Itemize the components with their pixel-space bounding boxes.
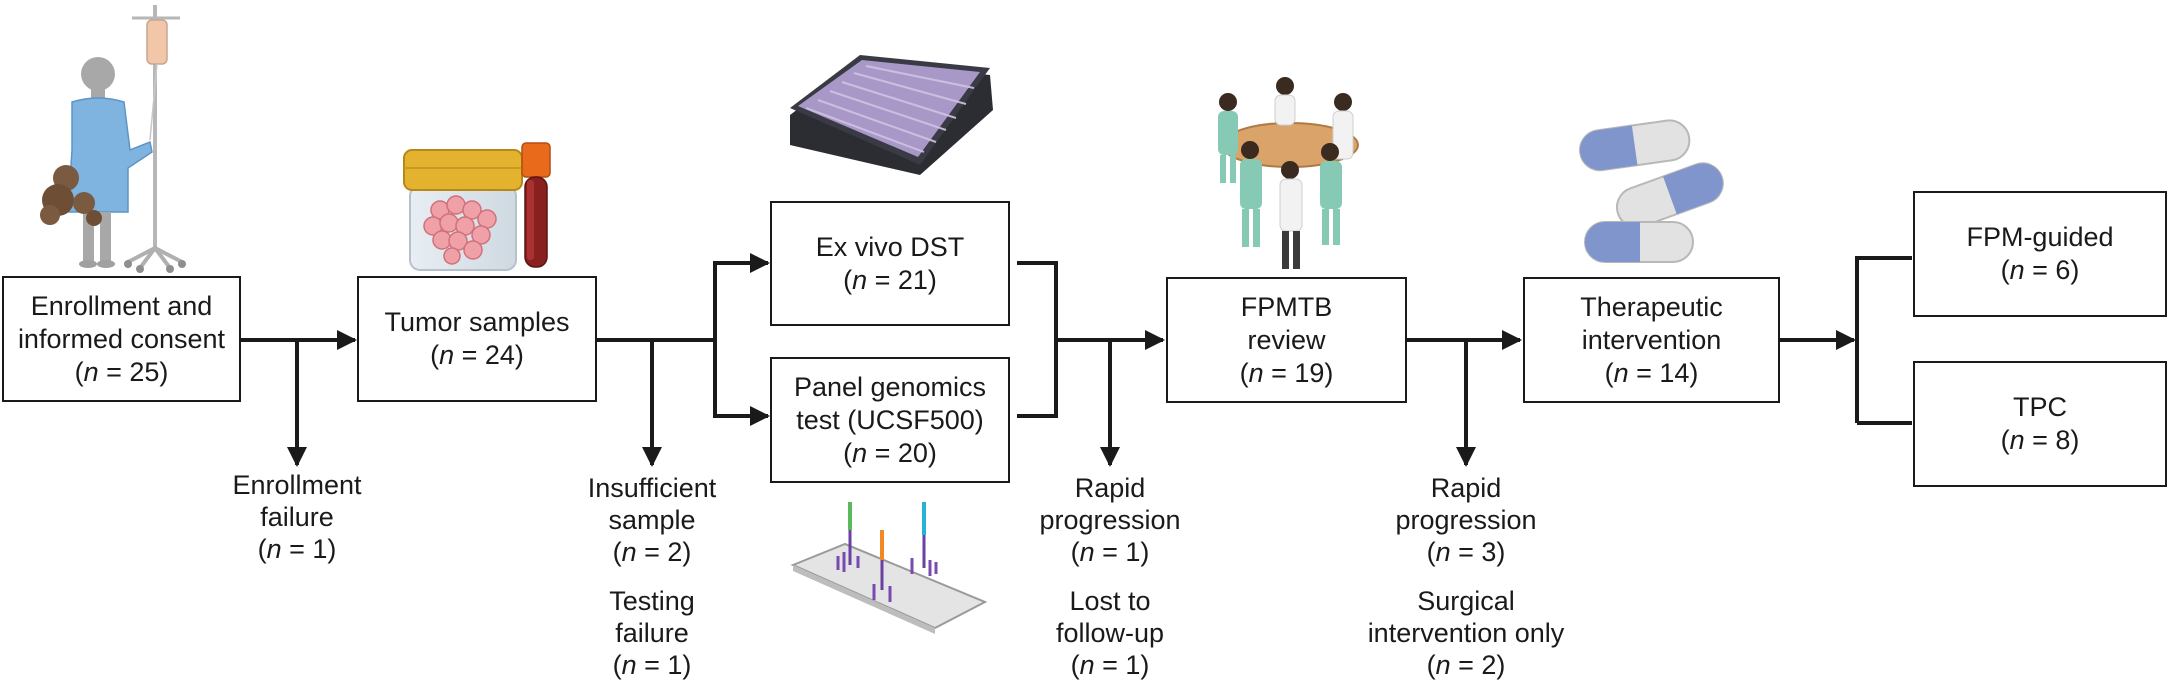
rapid2-count: (n = 3)	[1426, 537, 1506, 567]
rapid2-line1: Rapid	[1430, 473, 1502, 503]
rapid1-line1: Rapid	[1074, 473, 1146, 503]
insufficient-line1: Insufficient	[587, 473, 717, 503]
box-tumor-samples: Tumor samples (n = 24)	[357, 276, 597, 402]
box-enrollment: Enrollment and informed consent (n = 25)	[2, 276, 241, 402]
exclusion-enrollment-failure: Enrollment failure (n = 1)	[197, 469, 397, 565]
enrollment-line2: informed consent	[17, 323, 226, 354]
fpm-line1: FPM-guided	[1966, 222, 2114, 252]
rapid2-line2: progression	[1395, 505, 1537, 535]
arrow-to-panel	[713, 340, 770, 426]
therapeutic-line1: Therapeutic	[1580, 291, 1723, 322]
box-panel-genomics: Panel genomics test (UCSF500) (n = 20)	[770, 357, 1010, 483]
exclusion-rapid-progression-2: Rapid progression (n = 3)	[1366, 472, 1566, 568]
box-fpmtb-review: FPMTB review (n = 19)	[1166, 277, 1407, 403]
patient-iv-icon	[40, 5, 186, 273]
dst-count: (n = 21)	[843, 264, 937, 295]
well-plate-icon	[790, 55, 993, 175]
surgical-line2: intervention only	[1367, 618, 1565, 648]
connectors	[241, 253, 1912, 467]
lost-count: (n = 1)	[1070, 650, 1150, 680]
enrollment-count: (n = 25)	[74, 356, 169, 387]
tpc-line1: TPC	[2013, 392, 2067, 422]
specimen-jar-icon	[403, 149, 523, 271]
exclusion-insufficient-sample: Insufficient sample (n = 2)	[552, 472, 752, 568]
tpc-count: (n = 8)	[2000, 425, 2080, 455]
fpm-count: (n = 6)	[2000, 255, 2080, 285]
therapeutic-count: (n = 14)	[1604, 357, 1699, 388]
box-ex-vivo-dst: Ex vivo DST (n = 21)	[770, 201, 1010, 326]
enroll-fail-line2: failure	[260, 502, 334, 532]
exclusion-testing-failure: Testing failure (n = 1)	[552, 585, 752, 681]
fpmtb-line1: FPMTB	[1240, 291, 1333, 322]
panel-line1: Panel genomics	[793, 371, 987, 402]
insufficient-count: (n = 2)	[612, 537, 692, 567]
surgical-count: (n = 2)	[1426, 650, 1506, 680]
rapid1-line2: progression	[1039, 505, 1181, 535]
insufficient-line2: sample	[608, 505, 696, 535]
rapid1-count: (n = 1)	[1070, 537, 1150, 567]
tumor-board-icon	[1218, 77, 1359, 269]
lost-line1: Lost to	[1069, 586, 1151, 616]
exclusion-lost-to-follow-up: Lost to follow-up (n = 1)	[1010, 585, 1210, 681]
tumor-count: (n = 24)	[430, 340, 524, 370]
tumor-line1: Tumor samples	[384, 307, 570, 337]
box-fpm-guided: FPM-guided (n = 6)	[1913, 191, 2167, 317]
fpmtb-count: (n = 19)	[1239, 357, 1334, 388]
testing-fail-line1: Testing	[609, 586, 695, 616]
blood-tube-icon	[521, 142, 551, 268]
box-therapeutic-intervention: Therapeutic intervention (n = 14)	[1523, 277, 1780, 403]
enroll-fail-count: (n = 1)	[257, 534, 337, 564]
surgical-line1: Surgical	[1417, 586, 1515, 616]
merge-from-panel	[1017, 340, 1058, 418]
box-tpc: TPC (n = 8)	[1913, 361, 2167, 487]
panel-line2: test (UCSF500)	[796, 404, 984, 435]
testing-fail-line2: failure	[615, 618, 689, 648]
lost-line2: follow-up	[1055, 618, 1165, 648]
panel-count: (n = 20)	[843, 437, 937, 468]
enrollment-line1: Enrollment and	[30, 290, 213, 321]
split-to-fpm	[1855, 256, 1912, 423]
testing-fail-count: (n = 1)	[612, 650, 692, 680]
dst-line1: Ex vivo DST	[815, 231, 965, 262]
exclusion-surgical-intervention-only: Surgical intervention only (n = 2)	[1336, 585, 1596, 681]
pills-icon	[1579, 119, 1724, 263]
enroll-fail-line1: Enrollment	[232, 470, 362, 500]
arrow-to-dst	[713, 253, 770, 340]
merge-from-dst	[1017, 261, 1058, 340]
sequencing-chip-icon	[790, 502, 988, 634]
fpmtb-line2: review	[1247, 324, 1326, 355]
exclusion-rapid-progression-1: Rapid progression (n = 1)	[1010, 472, 1210, 568]
therapeutic-line2: intervention	[1581, 324, 1722, 355]
